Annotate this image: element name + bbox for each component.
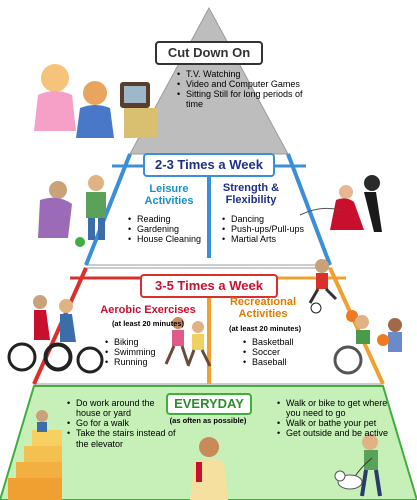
children-watching-tv-icon [34, 64, 158, 138]
woman-with-towel-icon [190, 437, 228, 500]
base-title: EVERYDAY [166, 393, 252, 415]
recreational-item-baseball: Baseball [243, 357, 332, 367]
gardening-couple-icon [38, 175, 106, 247]
second-title: 2-3 Times a Week [143, 153, 275, 177]
base-right-item-pet: Walk or bathe your pet [277, 418, 400, 428]
cyclists-icon [7, 295, 104, 374]
soccer-player-icon [308, 259, 338, 314]
base-right-item-commute: Walk or bike to get where you need to go [277, 398, 400, 418]
aerobic-item-swimming: Swimming [105, 347, 184, 357]
recreational-note: (at least 20 minutes) [229, 324, 302, 333]
base-right-item-outside: Get outside and be active [277, 428, 400, 438]
leisure-item-reading: Reading [128, 214, 221, 224]
top-item-sitting: Sitting Still for long periods of time [177, 89, 304, 109]
base-right-items: Walk or bike to get where you need to go… [276, 398, 400, 439]
strength-items: Dancing Push-ups/Pull-ups Martial Arts [221, 214, 323, 245]
second-left-edge [84, 153, 132, 266]
recreational-item-soccer: Soccer [243, 347, 332, 357]
dancing-couple-icon [299, 175, 382, 232]
base-left-item-walk: Go for a walk [67, 418, 176, 428]
aerobic-heading: Aerobic Exercises [100, 304, 196, 316]
strength-item-martial: Martial Arts [222, 234, 323, 244]
stairs-climber-icon [8, 410, 62, 500]
leisure-item-cleaning: House Cleaning [128, 234, 221, 244]
aerobic-item-running: Running [105, 357, 184, 367]
recreational-items: Basketball Soccer Baseball [242, 337, 332, 368]
second-right-edge [286, 153, 332, 266]
leisure-items: Reading Gardening House Cleaning [127, 214, 221, 245]
strength-item-pushups: Push-ups/Pull-ups [222, 224, 323, 234]
wheelchair-basketball-icon [333, 310, 402, 375]
aerobic-items: Biking Swimming Running [104, 337, 184, 368]
leisure-item-gardening: Gardening [128, 224, 221, 234]
top-item-tv: T.V. Watching [177, 69, 304, 79]
top-items: T.V. Watching Video and Computer Games S… [176, 69, 304, 110]
top-item-games: Video and Computer Games [177, 79, 304, 89]
leisure-heading: Leisure Activities [144, 183, 194, 208]
strength-item-dancing: Dancing [222, 214, 323, 224]
recreational-item-basketball: Basketball [243, 337, 332, 347]
aerobic-note: (at least 20 minutes) [111, 319, 185, 328]
recreational-heading: Recreational Activities [229, 296, 297, 321]
top-title: Cut Down On [155, 41, 263, 65]
base-left-items: Do work around the house or yard Go for … [66, 398, 176, 449]
base-left-item-stairs: Take the stairs instead of the elevator [67, 428, 176, 448]
base-note: (as often as possible) [169, 416, 247, 425]
base-left-item-housework: Do work around the house or yard [67, 398, 176, 418]
aerobic-item-biking: Biking [105, 337, 184, 347]
strength-heading: Strength & Flexibility [222, 182, 280, 207]
third-title: 3-5 Times a Week [140, 274, 278, 298]
